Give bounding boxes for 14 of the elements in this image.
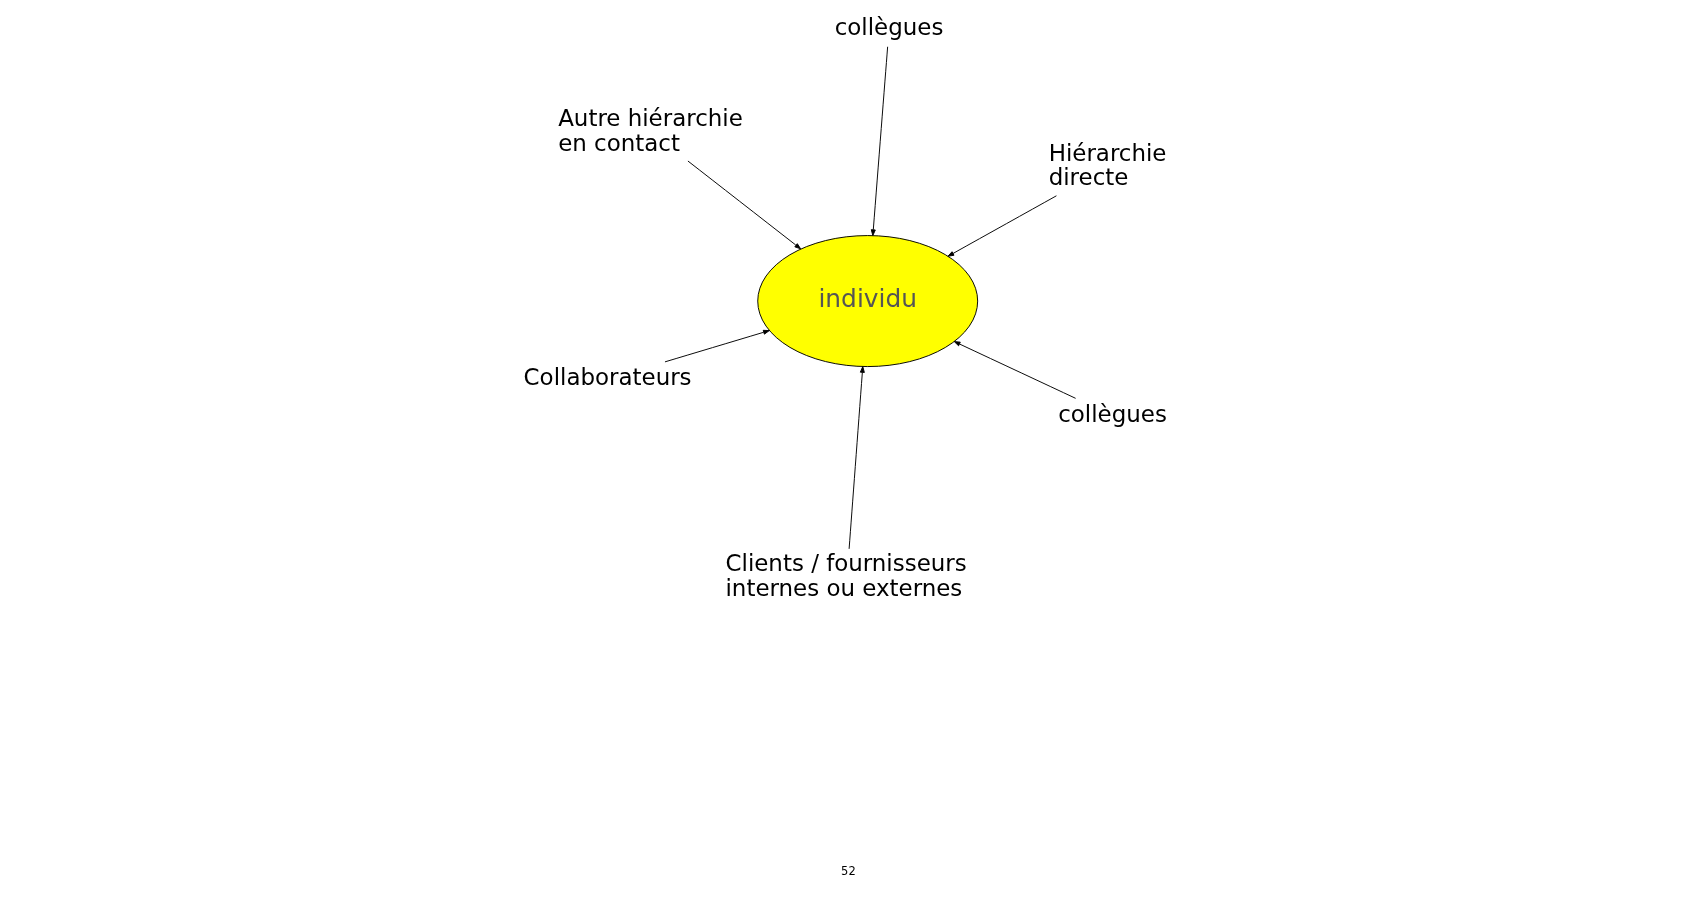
node-text: Hiérarchie directe xyxy=(1048,139,1166,191)
arrow xyxy=(848,366,865,550)
node-text: collègues xyxy=(834,14,943,41)
label: 52 xyxy=(840,863,856,878)
arrow xyxy=(686,160,801,250)
arrow xyxy=(953,341,1076,399)
node-text: Clients / fournisseurs internes ou externes xyxy=(725,550,967,602)
arrow xyxy=(870,46,888,236)
node-text: Autre hiérarchie en contact xyxy=(557,104,743,156)
arrow xyxy=(664,329,770,363)
node-text: Collaborateurs xyxy=(523,364,692,391)
arrow xyxy=(947,195,1057,257)
node-text: collègues xyxy=(1057,400,1167,427)
node-ellipse: individu xyxy=(756,235,978,368)
